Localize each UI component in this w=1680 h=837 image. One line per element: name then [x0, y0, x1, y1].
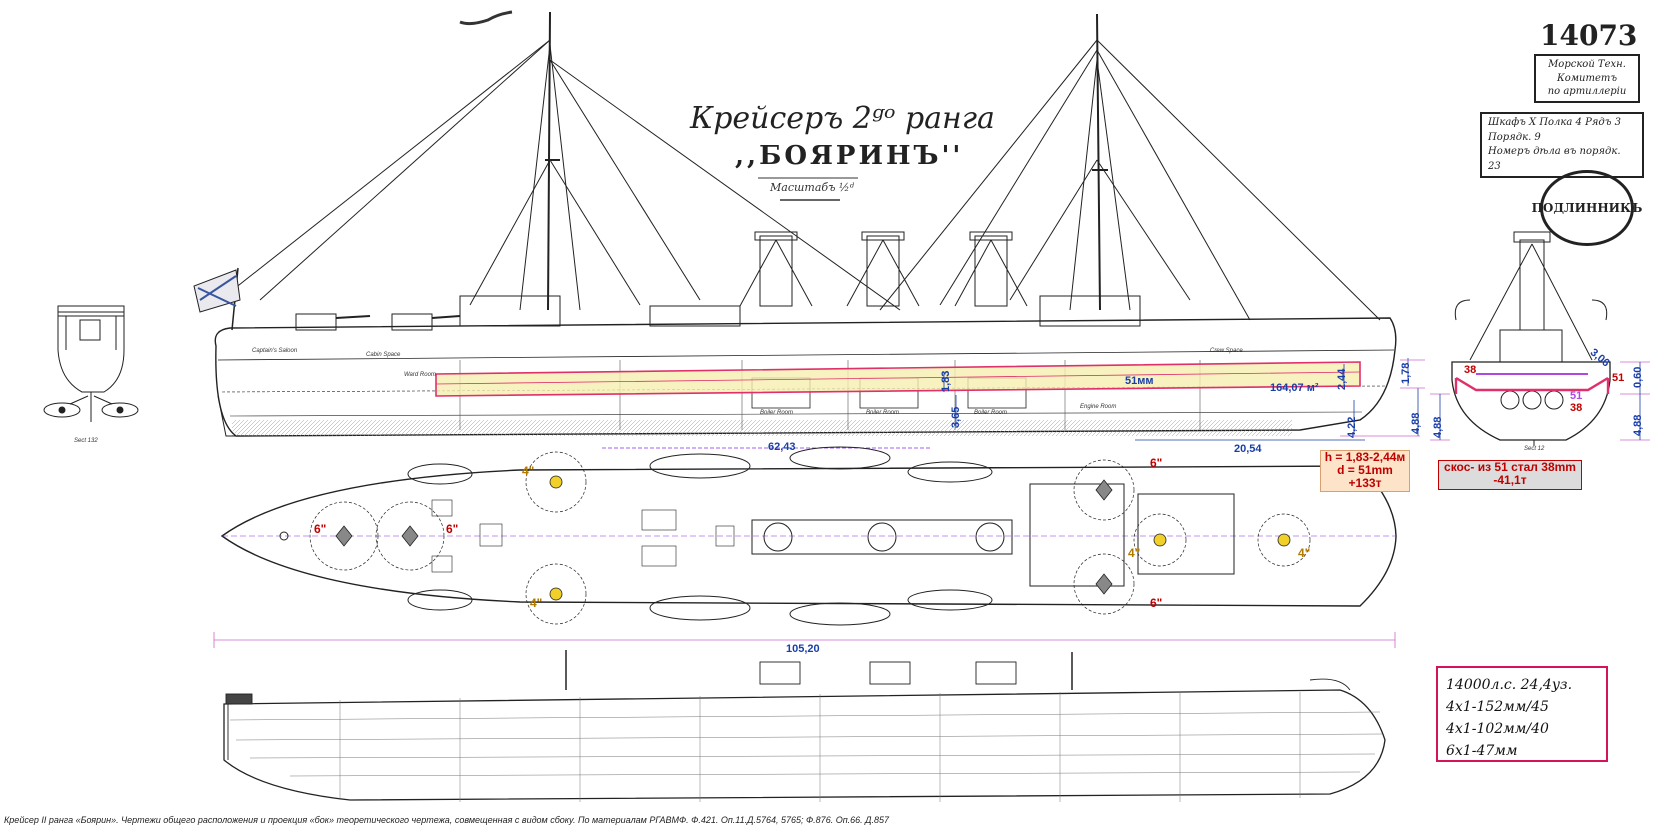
dim-depth: 3,65: [950, 406, 962, 428]
stamp-line: Комитетъ: [1556, 72, 1618, 84]
spec-line: 14000л.с. 24,4уз.: [1446, 677, 1573, 693]
stamp-line: Номеръ дѣла въ порядк. 23: [1488, 146, 1621, 172]
dim-bow-height: 4,22: [1346, 416, 1358, 438]
midship-section-view: [1451, 231, 1611, 446]
room-label: Boiler Room: [760, 410, 794, 416]
room-label: Boiler Room: [866, 410, 900, 416]
gun-label-4in: 4": [1298, 546, 1311, 560]
dim-total-length: 105,20: [786, 643, 820, 655]
callout-line: скос- из 51 стал 38mm: [1444, 460, 1576, 474]
stamp-line: Порядк. 9: [1488, 131, 1541, 143]
stamp-line: по артиллеріи: [1547, 86, 1627, 97]
dim-freeboard: 1,78: [1400, 362, 1412, 384]
dim-midship-height: 0,60: [1632, 366, 1644, 388]
callout-line: -41,1т: [1493, 473, 1527, 487]
dim-forward-length: 62,43: [768, 441, 796, 453]
dim-aft-length: 20,54: [1234, 443, 1262, 455]
midship-section-label: Sect 12: [1524, 446, 1545, 452]
spec-line: 6х1-47мм: [1446, 743, 1518, 759]
armor-belt-area: [435, 361, 1361, 397]
dim-midship-draft-left: 4,88: [1432, 416, 1444, 438]
dim-armor-height-2: 2,44: [1336, 368, 1348, 390]
gun-label-6in: 6": [1150, 456, 1163, 470]
shelf-stamp: Шкафъ X Полка 4 Рядъ 3 Порядк. 9 Номеръ …: [1480, 112, 1644, 178]
callout-line: d = 51mm: [1337, 463, 1393, 477]
room-label: Engine Room: [1080, 404, 1117, 410]
gun-label-6in: 6": [314, 522, 327, 536]
callout-line: h = 1,83-2,44м: [1324, 450, 1406, 464]
ship-name: ,,БОЯРИНЪ'': [735, 141, 964, 171]
dim-slope-38: 38: [1464, 364, 1477, 376]
room-label: Crew Space: [1210, 348, 1243, 354]
armor-belt-callout: h = 1,83-2,44м d = 51mm +133т: [1320, 450, 1410, 492]
dim-draft: 4,88: [1410, 412, 1422, 434]
room-label: Ward Room: [404, 372, 436, 378]
stern-section-label: Sect 132: [74, 438, 98, 444]
slope-callout: скос- из 51 стал 38mm -41,1т: [1438, 460, 1582, 490]
stern-section-view: [43, 305, 139, 422]
gun-label-4in: 4": [1128, 546, 1141, 560]
stamp-line: Морской Техн.: [1548, 59, 1626, 70]
original-stamp: ПОДЛИННИКЪ: [1532, 170, 1642, 246]
dim-deck-thickness: 51мм: [1125, 375, 1154, 387]
dim-armor-height: 1,83: [940, 370, 952, 392]
armor-deck-slope: [1455, 376, 1609, 392]
archive-number: 14073: [1540, 19, 1638, 52]
lines-plan: [223, 650, 1386, 802]
dim-slope-38-b: 38: [1570, 402, 1583, 414]
spec-line: 4х1-152мм/45: [1446, 699, 1549, 715]
specs-box: 14000л.с. 24,4уз. 4х1-152мм/45 4х1-102мм…: [1436, 666, 1608, 762]
dim-slope-51-b: 51: [1570, 390, 1583, 402]
room-label: Cabin Space: [366, 352, 401, 358]
room-label: Boiler Room: [974, 410, 1008, 416]
dim-armor-area: 164,07 м²: [1270, 382, 1319, 394]
callout-line: +133т: [1348, 476, 1382, 490]
gun-label-4in: 4": [530, 596, 543, 610]
gun-label-4in: 4": [522, 464, 535, 478]
room-label: Captain's Saloon: [252, 348, 298, 354]
drawing-scale: Масштабъ ½ᵈ: [770, 181, 854, 194]
gun-label-6in: 6": [446, 522, 459, 536]
plan-view: [220, 446, 1397, 626]
committee-stamp: Морской Техн. Комитетъ по артиллеріи: [1534, 54, 1640, 103]
spec-line: 4х1-102мм/40: [1446, 721, 1549, 737]
side-view: [193, 10, 1397, 437]
dim-slope-51: 51: [1612, 372, 1625, 384]
drawing-title: Крейсеръ 2ᵍᵒ ранга: [690, 101, 995, 136]
gun-label-6in: 6": [1150, 596, 1163, 610]
stamp-line: Шкафъ X Полка 4 Рядъ 3: [1488, 117, 1621, 128]
source-caption: Крейсер II ранга «Боярин». Чертежи общег…: [4, 815, 890, 825]
dim-midship-draft: 4,88: [1632, 414, 1644, 436]
